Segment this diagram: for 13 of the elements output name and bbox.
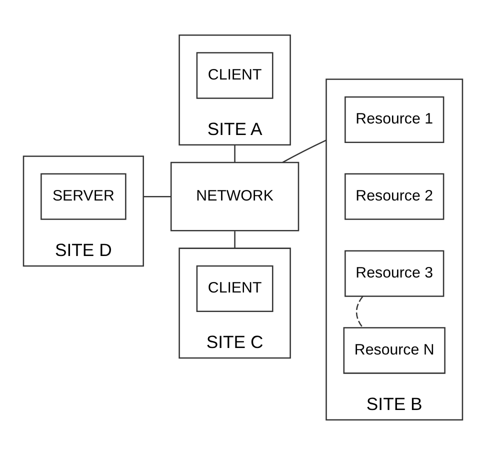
- node-box: Resource 1: [344, 96, 444, 143]
- node-box: CLIENT: [196, 52, 274, 99]
- node-box: Resource 2: [344, 173, 444, 220]
- node-box: Resource N: [343, 327, 446, 374]
- node-box: SERVER: [40, 173, 126, 220]
- connector: [356, 296, 364, 328]
- connector: [282, 140, 327, 163]
- connector: [234, 144, 236, 162]
- connector: [234, 231, 236, 248]
- node-box: NETWORK: [170, 162, 300, 232]
- node-box: Resource 3: [344, 250, 444, 297]
- connector: [143, 196, 171, 198]
- node-box: CLIENT: [196, 265, 274, 312]
